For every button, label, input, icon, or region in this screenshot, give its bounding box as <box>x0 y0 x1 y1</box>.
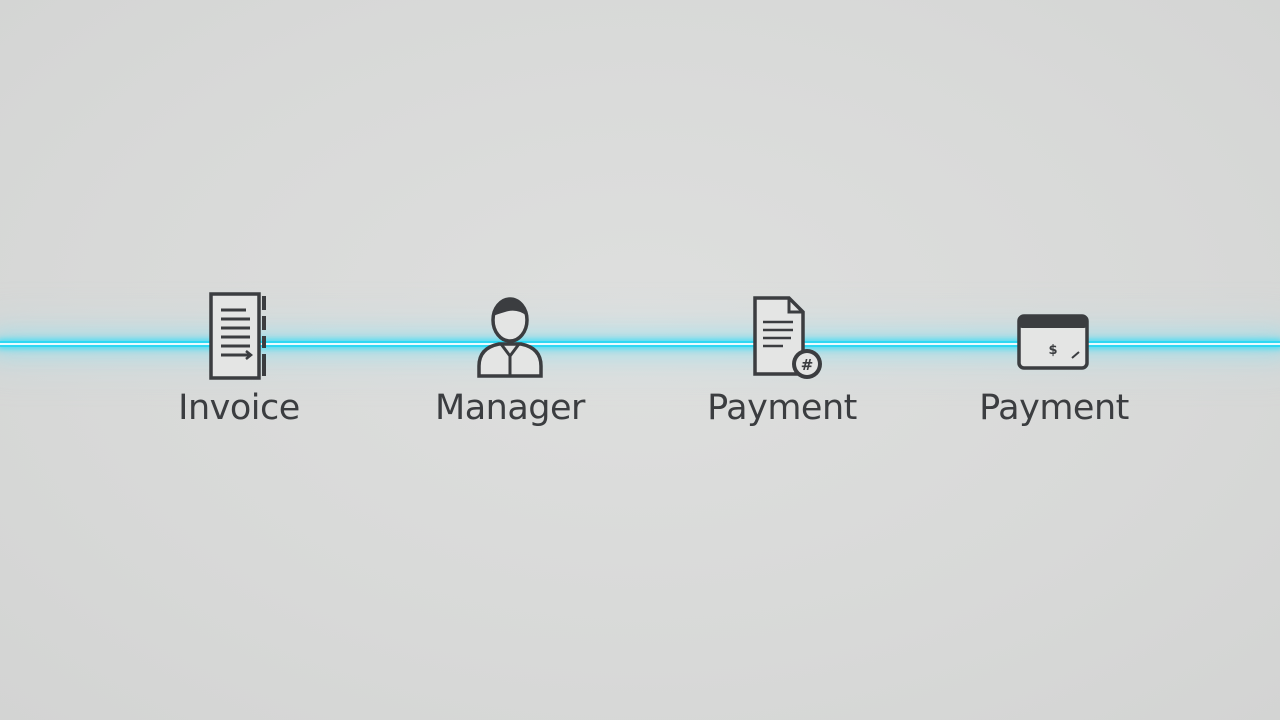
manager-person-icon <box>477 297 543 378</box>
payment-document-hash-icon: # <box>753 296 822 379</box>
flow-step-payment-document: # Payment <box>682 290 882 440</box>
flow-step-invoice: Invoice <box>139 290 339 440</box>
invoice-document-icon <box>209 292 266 380</box>
step-label-manager: Manager <box>435 388 585 428</box>
step-label-invoice: Invoice <box>178 388 300 428</box>
svg-text:$: $ <box>1048 343 1057 358</box>
payment-card-icon: $ <box>1017 314 1089 370</box>
step-label-payment-document: Payment <box>707 388 857 428</box>
connector-line-core <box>0 343 1280 345</box>
step-label-payment-card: Payment <box>979 388 1129 428</box>
flow-step-manager: Manager <box>410 290 610 440</box>
flow-step-payment-card: $ Payment <box>954 290 1154 440</box>
svg-text:#: # <box>801 356 814 374</box>
